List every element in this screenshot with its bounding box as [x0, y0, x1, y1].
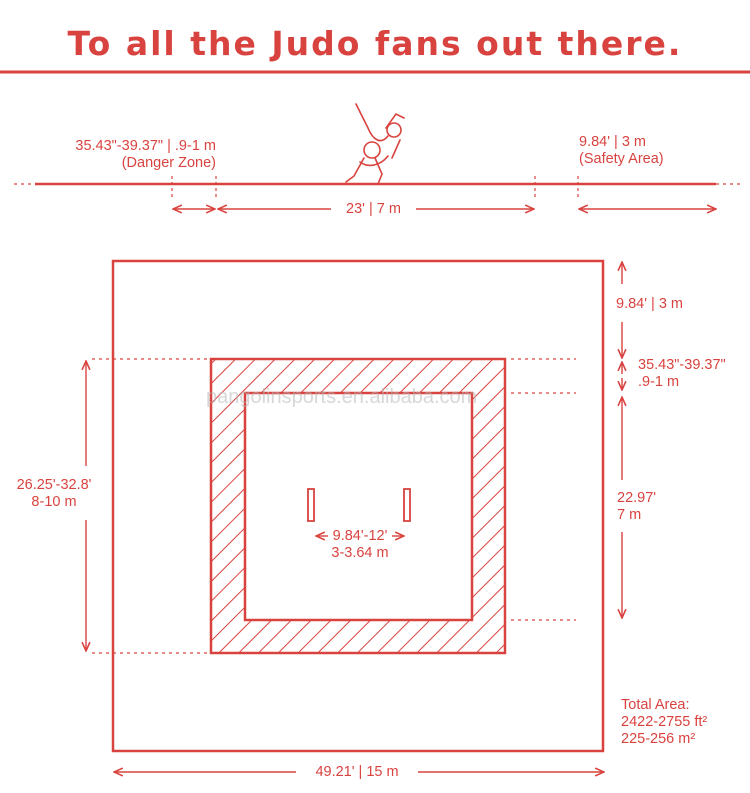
contest-side-imperial: 22.97'	[617, 490, 657, 506]
start-marks-label: 9.84'-12' 3-3.64 m	[318, 528, 402, 562]
overall-width-label: 49.21' | 15 m	[315, 764, 399, 780]
safety-area-name: (Safety Area)	[579, 151, 664, 167]
contest-span-label: 23' | 7 m	[346, 201, 401, 217]
danger-zone-band	[211, 359, 505, 653]
start-mark-left	[307, 488, 315, 522]
danger-zone-value: 35.43"-39.37" | .9-1 m	[75, 138, 216, 154]
watermark: pangolinsports.en.alibaba.com	[206, 386, 478, 408]
start-marks-imperial: 9.84'-12'	[332, 528, 388, 544]
side-view	[14, 103, 740, 209]
mat-side-metric: 8-10 m	[31, 494, 77, 510]
total-area-title: Total Area:	[621, 697, 690, 713]
contest-side-metric: 7 m	[617, 507, 642, 523]
danger-width-label: 35.43"-39.37" .9-1 m	[638, 357, 726, 391]
page-title: To all the Judo fans out there.	[67, 24, 683, 63]
total-area-label: Total Area: 2422-2755 ft² 225-256 m²	[621, 697, 707, 748]
danger-width-metric: .9-1 m	[638, 374, 680, 390]
outer-safety-area	[111, 259, 605, 753]
total-area-metric: 225-256 m²	[621, 731, 696, 747]
safety-margin-label: 9.84' | 3 m	[616, 296, 683, 312]
start-marks-metric: 3-3.64 m	[331, 545, 389, 561]
danger-width-imperial: 35.43"-39.37"	[638, 357, 726, 373]
plan-view	[86, 259, 622, 772]
danger-zone-label: 35.43"-39.37" | .9-1 m (Danger Zone)	[75, 138, 216, 172]
safety-area-value: 9.84' | 3 m	[579, 134, 646, 150]
contest-area	[243, 391, 474, 622]
judo-throw-figure	[345, 103, 405, 185]
safety-area-label: 9.84' | 3 m (Safety Area)	[579, 134, 664, 168]
start-mark-right	[403, 488, 411, 522]
total-area-imperial: 2422-2755 ft²	[621, 714, 708, 730]
danger-zone-name: (Danger Zone)	[121, 155, 216, 171]
mat-side-label: 26.25'-32.8' 8-10 m	[0, 477, 108, 511]
contest-side-label: 22.97' 7 m	[617, 490, 656, 524]
mat-side-imperial: 26.25'-32.8'	[16, 477, 92, 493]
